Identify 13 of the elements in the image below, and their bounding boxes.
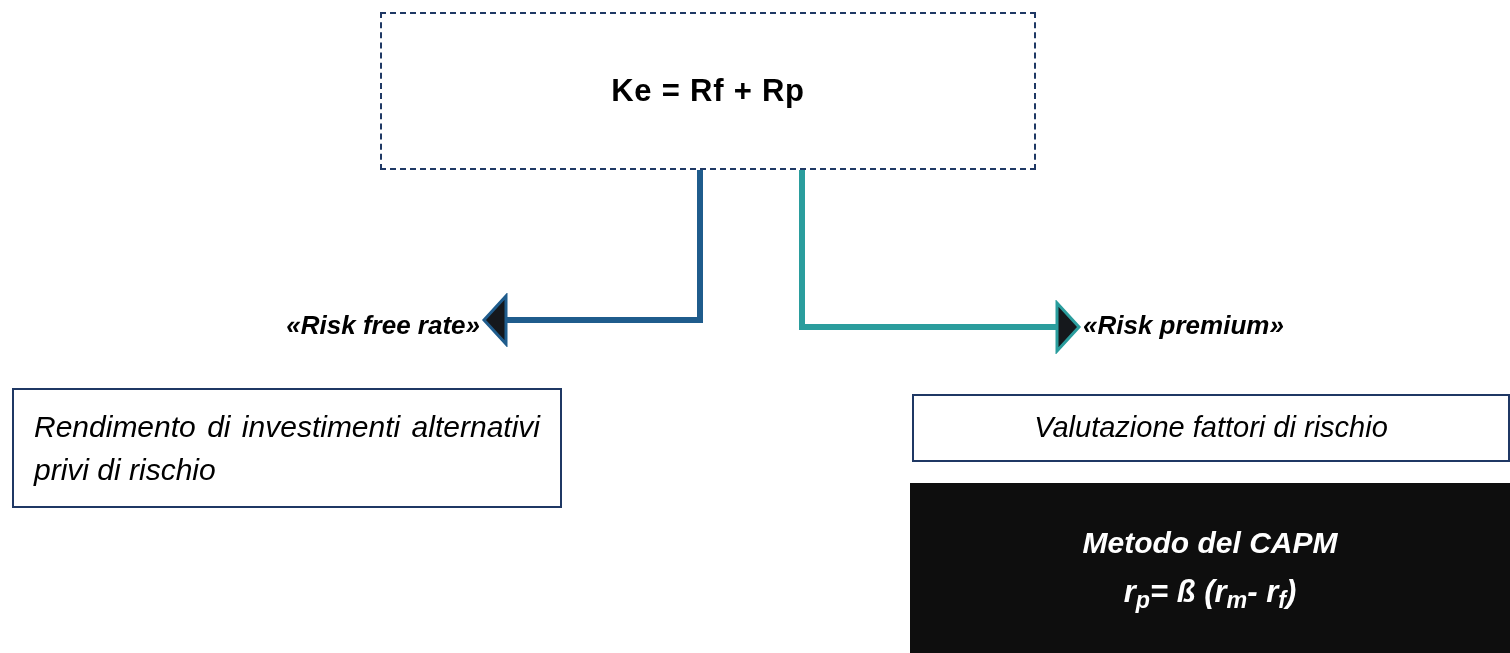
node-text: Metodo del CAPM	[1082, 525, 1338, 562]
node-text: Ke = Rf + Rp	[611, 71, 805, 110]
formula-box	[380, 12, 1036, 170]
description-box	[912, 394, 1510, 462]
node-text: Valutazione fattori di rischio	[1034, 410, 1388, 446]
formula-text: r$_{p}$= ß (r$_{m}$- r$_{f}$)	[1123, 573, 1297, 616]
node-text: Rendimento di investimenti alternativi privi di rischio	[34, 408, 540, 488]
node-text: «Risk premium»	[1083, 308, 1284, 342]
elbow-arrow	[799, 170, 1081, 353]
elbow-arrow	[482, 170, 703, 346]
node-text: «Risk free rate»	[286, 308, 480, 342]
description-box	[12, 388, 562, 508]
method-box	[910, 483, 1510, 653]
